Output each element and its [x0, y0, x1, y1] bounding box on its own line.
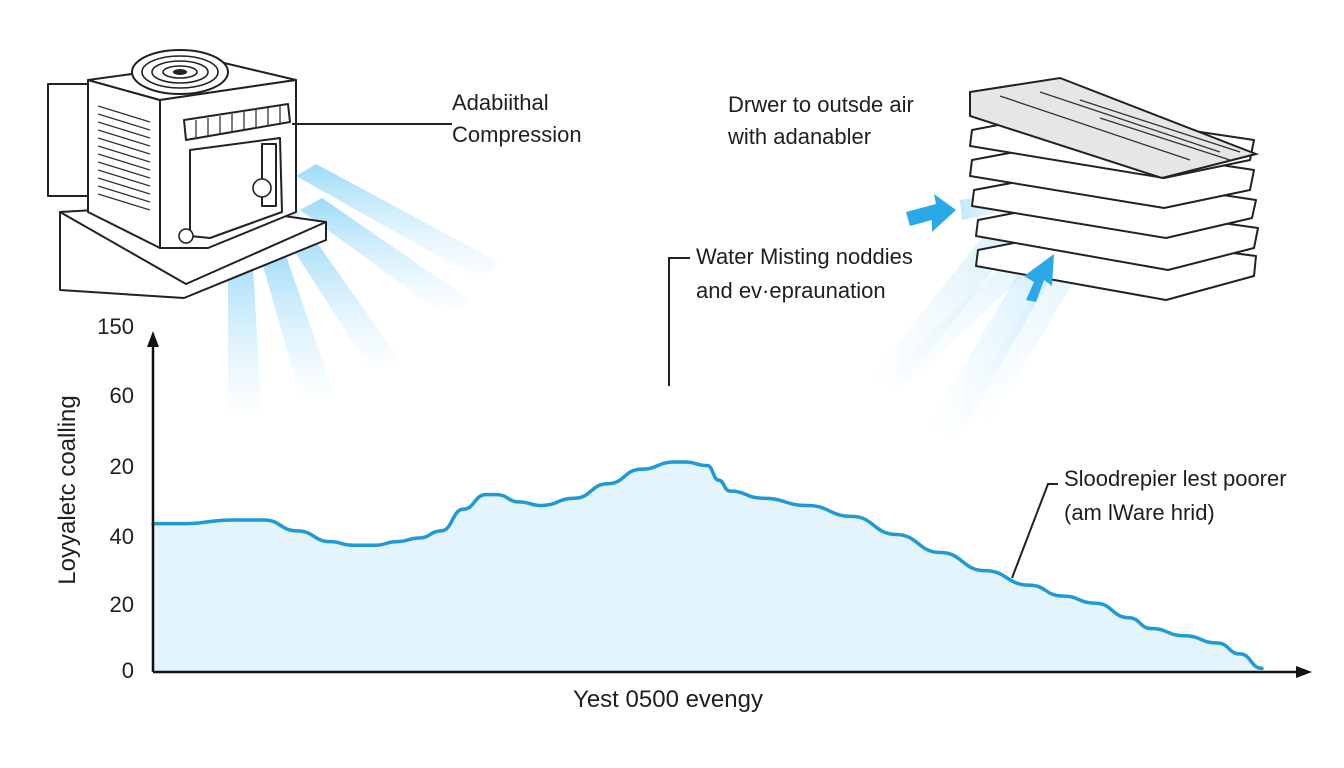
y-tick-label: 20	[110, 592, 134, 617]
callout-misting: Water Misting noddies and ev·epraunation	[696, 244, 913, 303]
x-axis-arrowhead	[1296, 666, 1312, 678]
callout-misting-line-1: Water Misting noddies	[696, 244, 913, 269]
callout-pooper: Sloodrepier lest poorer (am lWare hrid)	[1064, 466, 1287, 525]
y-tick-label: 0	[122, 658, 134, 683]
callout-leaders	[668, 257, 1058, 579]
y-tick-label: 150	[97, 314, 134, 339]
y-tick-label: 20	[110, 454, 134, 479]
callout-misting-line-2: and ev·epraunation	[696, 278, 886, 303]
callout-outside-air: Drwer to outsde air with adanabler	[727, 92, 914, 149]
x-axis-label: Yest 0500 evengy	[573, 686, 763, 713]
area-fill	[153, 462, 1262, 672]
y-tick-label: 40	[110, 524, 134, 549]
y-axis-arrowhead	[147, 331, 159, 347]
callout-pooper-line-2: (am lWare hrid)	[1064, 500, 1215, 525]
callout-compression-line-2: Compression	[452, 122, 582, 147]
cooling-area-chart: 150 60 20 40 20 0 Loyyaletc coalling Yest 050…	[54, 314, 1312, 713]
callout-compression: Adabiithal Compression	[452, 90, 582, 147]
callout-compression-line-1: Adabiithal	[452, 90, 549, 115]
pooper-leader	[1011, 483, 1058, 579]
airflow-arrow-icon	[906, 194, 1054, 302]
y-tick-label: 60	[110, 383, 134, 408]
callout-outside-air-line-2: with adanabler	[727, 124, 871, 149]
cooling-air-beams-left	[228, 164, 498, 420]
misting-leader	[668, 257, 690, 386]
evaporative-pad-stack-icon	[969, 76, 1260, 301]
y-axis-label: Loyyaletc coalling	[54, 395, 81, 584]
series-line	[151, 460, 1264, 671]
ac-compressor-unit-icon	[47, 49, 452, 299]
callout-pooper-line-1: Sloodrepier lest poorer	[1064, 466, 1287, 491]
callout-outside-air-line-1: Drwer to outsde air	[728, 92, 914, 117]
y-tick-labels: 150 60 20 40 20 0	[97, 314, 134, 683]
